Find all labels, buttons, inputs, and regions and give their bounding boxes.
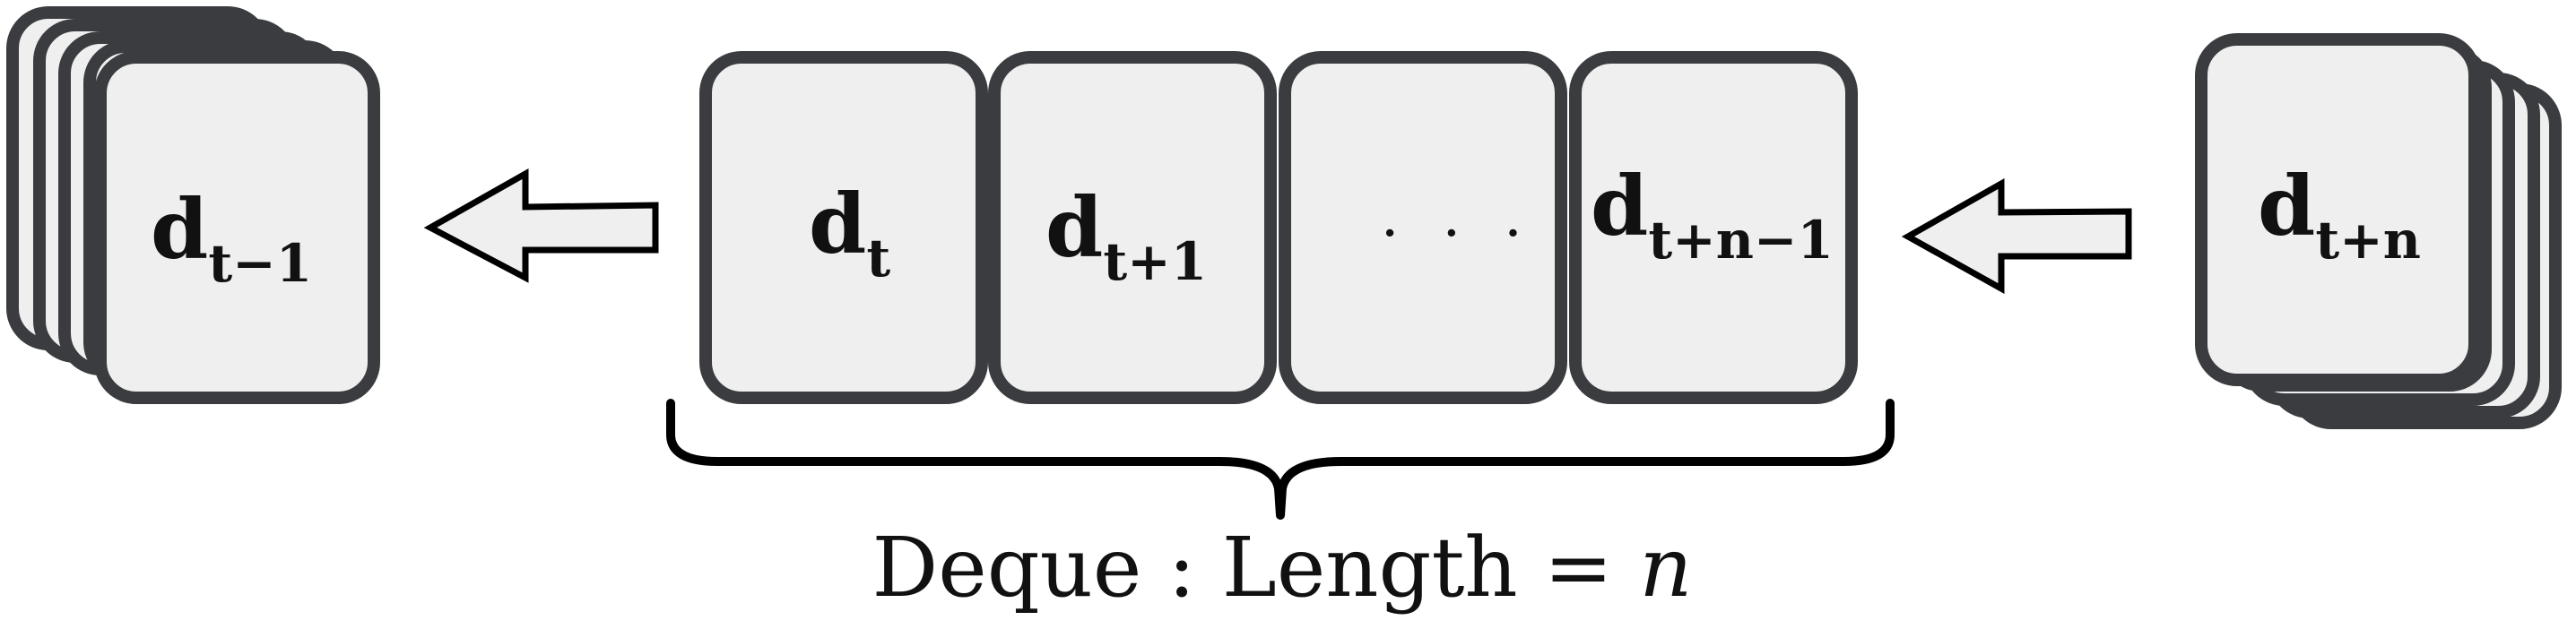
caption-variable: n xyxy=(1639,520,1692,616)
deque-card-2-label: dt+1 xyxy=(1045,179,1207,292)
right-stack-label: dt+n xyxy=(2258,158,2421,271)
caption-length-label: Length xyxy=(1222,520,1518,616)
deque-card-2 xyxy=(988,51,1277,404)
caption-separator: : xyxy=(1141,520,1221,616)
deque-card-1 xyxy=(699,51,988,404)
left-card-stack xyxy=(6,6,380,404)
deque-card-1-label: dt xyxy=(809,176,890,289)
deque-brace xyxy=(666,399,1895,520)
caption-word: Deque xyxy=(872,520,1141,616)
deque-caption: Deque : Length = n xyxy=(872,520,1692,616)
deque-card-4 xyxy=(1569,51,1858,404)
deque-card-3-ellipsis: · · · xyxy=(1381,201,1535,267)
right-card-stack xyxy=(2195,33,2562,429)
stack-card-front xyxy=(94,51,380,404)
deque-card-3 xyxy=(1279,51,1567,404)
caption-equals: = xyxy=(1518,520,1640,616)
left-arrow-shape xyxy=(423,168,659,283)
left-stack-label: dt−1 xyxy=(151,181,312,294)
stack-card-front xyxy=(2195,33,2481,386)
deque-card-4-label: dt+n−1 xyxy=(1591,158,1834,271)
right-arrow xyxy=(1901,177,2132,294)
deque-cards xyxy=(699,51,1858,404)
